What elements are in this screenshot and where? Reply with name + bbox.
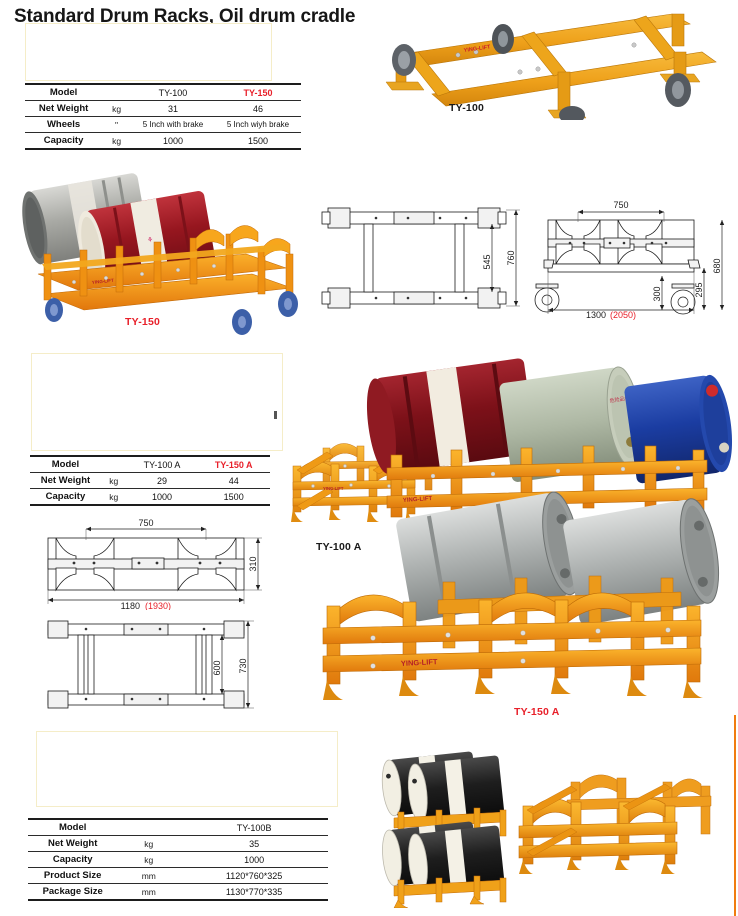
drawing-ty100a-top-view: 600 730 xyxy=(28,614,276,714)
dim-1180-alt: (1930) xyxy=(145,601,171,610)
table-row: Capacity kg 1000 1500 xyxy=(30,488,270,506)
drawing-ty100-top-view: 545 760 xyxy=(316,198,531,320)
row-unit xyxy=(100,455,127,473)
row-value-col1: 1000 xyxy=(180,851,328,868)
row-value-col1: 1000 xyxy=(130,132,215,150)
row-unit: kg xyxy=(117,835,181,852)
row-label: Net Weight xyxy=(30,472,101,489)
table-row: Net Weight kg 35 xyxy=(28,835,328,852)
svg-text:YING-LIFT: YING-LIFT xyxy=(401,657,439,668)
row-unit xyxy=(117,818,181,836)
row-value-col2: 46 xyxy=(214,100,301,117)
dim-1180: 1180 xyxy=(121,601,140,610)
row-value-col1: 31 xyxy=(130,100,215,117)
row-unit: kg xyxy=(102,132,131,150)
row-value-col2: TY-150 xyxy=(214,83,301,101)
table-row: Model TY-100 A TY-150 A xyxy=(30,455,270,473)
row-value-col1: 29 xyxy=(126,472,198,489)
row-label: Net Weight xyxy=(28,835,118,852)
dim-750-a: 750 xyxy=(138,518,153,528)
photo-ty100b-bare-rack xyxy=(513,772,725,898)
row-value-col1: 5 Inch with brake xyxy=(130,116,215,133)
placeholder-frame-bottom xyxy=(36,731,338,807)
svg-text:YING-LIFT: YING-LIFT xyxy=(92,278,115,285)
row-unit: mm xyxy=(117,867,181,884)
placeholder-frame-middle xyxy=(31,353,283,451)
table-row: Package Size mm 1130*770*335 xyxy=(28,883,328,901)
dim-600: 600 xyxy=(212,660,222,675)
row-label: Model xyxy=(25,83,103,101)
dim-680: 680 xyxy=(712,258,722,273)
row-value-col2: 5 Inch wiyh brake xyxy=(214,116,301,133)
table-row: Net Weight kg 29 44 xyxy=(30,472,270,489)
bottom-band-divider xyxy=(734,715,736,916)
dim-730: 730 xyxy=(238,658,248,673)
row-unit: kg xyxy=(117,851,181,868)
dim-310: 310 xyxy=(248,556,258,571)
row-label: Package Size xyxy=(28,883,118,901)
dim-295: 295 xyxy=(694,282,704,297)
ink-artifact xyxy=(274,411,277,419)
dim-1300-alt: (2050) xyxy=(610,310,636,320)
table-row: Net Weight kg 31 46 xyxy=(25,100,301,117)
drawing-ty100a-front-view: 750 310 1180 (1930) xyxy=(28,518,276,610)
photo-ty150a-rack-with-drums: 危险品标识 xyxy=(283,350,738,710)
table-row: Model TY-100B xyxy=(28,818,328,836)
row-label: Capacity xyxy=(25,132,103,150)
row-value-col2: 1500 xyxy=(214,132,301,150)
svg-text:YING-LIFT: YING-LIFT xyxy=(323,486,344,491)
spec-table-ty100-ty150: Model TY-100 TY-150 Net Weight kg 31 46 … xyxy=(25,83,301,150)
row-value-col1: TY-100B xyxy=(180,818,328,836)
dim-300: 300 xyxy=(652,286,662,301)
table-row: Capacity kg 1000 1500 xyxy=(25,132,301,150)
placeholder-frame-top xyxy=(25,23,272,81)
page-title: Standard Drum Racks, Oil drum cradle xyxy=(14,6,356,27)
row-unit xyxy=(102,83,131,101)
row-label: Capacity xyxy=(28,851,118,868)
photo-ty150-rack-with-drums: ⚘ xyxy=(14,158,314,338)
caption-ty100: TY-100 xyxy=(449,102,485,114)
dim-750: 750 xyxy=(613,200,628,210)
row-label: Product Size xyxy=(28,867,118,884)
svg-text:YING-LIFT: YING-LIFT xyxy=(463,44,491,54)
spec-table-ty100b: Model TY-100B Net Weight kg 35 Capacity … xyxy=(28,818,328,901)
dim-545: 545 xyxy=(482,254,492,269)
row-value-col1: 1130*770*335 xyxy=(180,883,328,901)
row-label: Wheels xyxy=(25,116,103,133)
svg-text:危险品标识: 危险品标识 xyxy=(609,394,635,404)
spec-table-ty100a-ty150a: Model TY-100 A TY-150 A Net Weight kg 29… xyxy=(30,455,270,506)
row-value-col2: TY-150 A xyxy=(197,455,270,473)
table-row: Model TY-100 TY-150 xyxy=(25,83,301,101)
svg-text:⚘: ⚘ xyxy=(146,236,154,245)
dim-1300: 1300 xyxy=(586,310,606,320)
table-row: Product Size mm 1120*760*325 xyxy=(28,867,328,884)
photo-ty100-rack: YING-LIFT xyxy=(372,2,736,120)
drawing-ty100-front-view: 750 680 295 300 1300 (2050) xyxy=(522,198,736,320)
row-label: Capacity xyxy=(30,488,101,506)
row-unit: " xyxy=(102,116,131,133)
row-value-col1: 1000 xyxy=(126,488,198,506)
row-value-col2: 1500 xyxy=(197,488,270,506)
row-label: Model xyxy=(30,455,101,473)
row-value-col2: 44 xyxy=(197,472,270,489)
table-row: Wheels " 5 Inch with brake 5 Inch wiyh b… xyxy=(25,116,301,133)
table-row: Capacity kg 1000 xyxy=(28,851,328,868)
row-value-col1: TY-100 xyxy=(130,83,215,101)
row-label: Net Weight xyxy=(25,100,103,117)
row-value-col1: 1120*760*325 xyxy=(180,867,328,884)
row-unit: kg xyxy=(100,488,127,506)
caption-ty150: TY-150 xyxy=(125,316,161,328)
svg-text:YING-LIFT: YING-LIFT xyxy=(403,496,433,504)
row-unit: mm xyxy=(117,883,181,901)
row-value-col1: 35 xyxy=(180,835,328,852)
row-unit: kg xyxy=(102,100,131,117)
caption-ty100a: TY-100 A xyxy=(316,541,362,553)
row-unit: kg xyxy=(100,472,127,489)
caption-ty150a: TY-150 A xyxy=(514,706,560,718)
row-label: Model xyxy=(28,818,118,836)
photo-ty100b-stacked-drums xyxy=(378,748,528,908)
row-value-col1: TY-100 A xyxy=(126,455,198,473)
dim-760: 760 xyxy=(506,250,516,265)
